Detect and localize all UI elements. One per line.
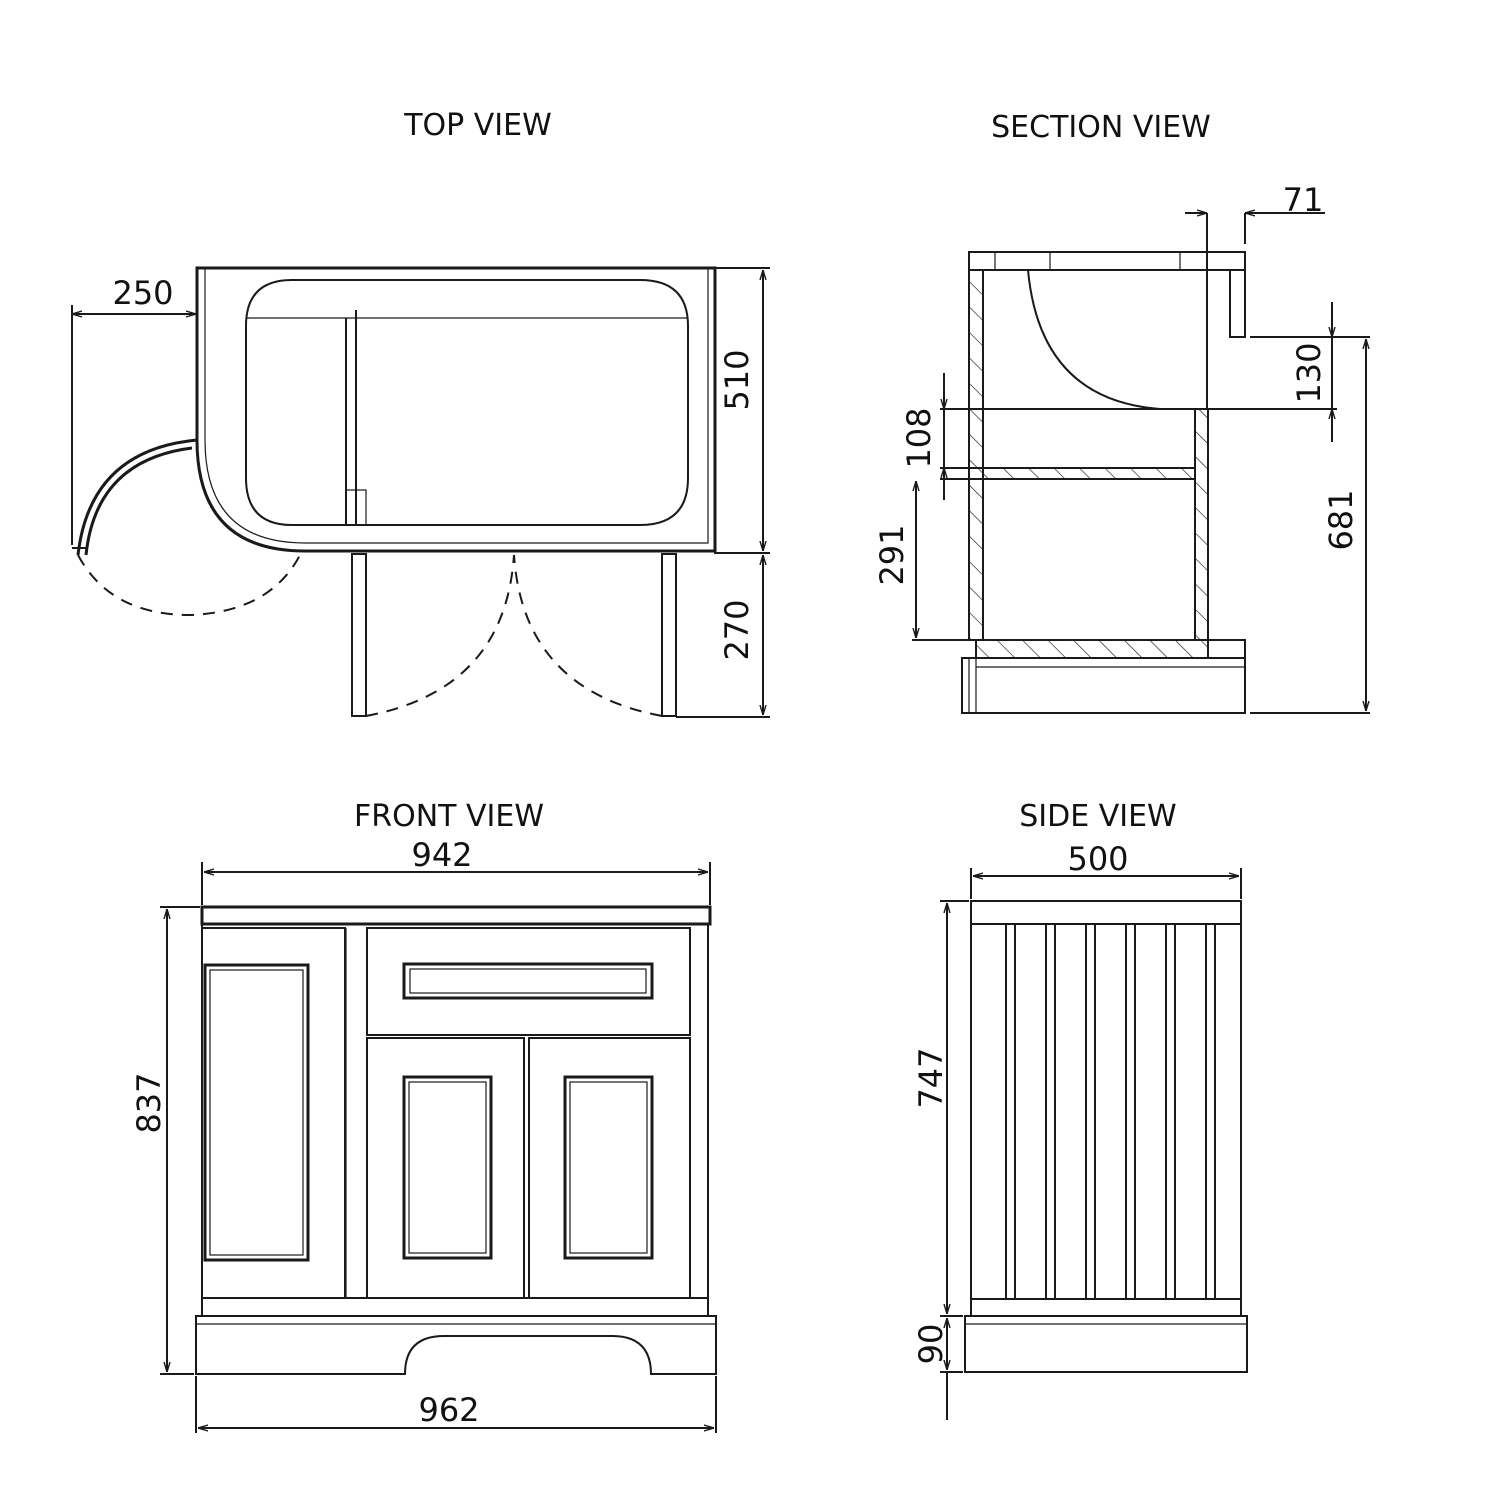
top-view-basin xyxy=(245,279,689,526)
top-view-outline xyxy=(195,266,717,553)
dim-sec-upper-opening: 108 xyxy=(900,407,938,468)
dim-front-height: 837 xyxy=(130,1072,168,1133)
dim-sec-top-offset: 71 xyxy=(1283,181,1324,219)
front-drawer-handle xyxy=(402,962,654,1000)
top-view-left-door xyxy=(351,553,367,717)
side-countertop xyxy=(970,900,1242,925)
dim-sec-basin-depth: 130 xyxy=(1290,342,1328,403)
top-view-side-door xyxy=(76,438,198,556)
top-view-right-door xyxy=(661,553,677,717)
front-left-panel xyxy=(201,927,346,1299)
side-view: 500 747 90 xyxy=(912,840,1248,1420)
dim-top-swing: 250 xyxy=(112,274,173,312)
front-drawer xyxy=(366,927,691,1036)
dim-top-door-clearance: 270 xyxy=(718,599,756,660)
section-bottom xyxy=(975,639,1209,659)
section-left-wall xyxy=(968,269,984,641)
dim-side-body-height: 747 xyxy=(912,1047,950,1108)
top-view-title: TOP VIEW xyxy=(403,108,552,143)
dim-sec-lower-opening: 291 xyxy=(873,524,911,585)
side-plinth xyxy=(964,1315,1248,1373)
front-countertop xyxy=(200,905,712,926)
front-view-title: FRONT VIEW xyxy=(354,799,544,834)
section-view: 71 130 681 108 291 xyxy=(873,181,1370,714)
dim-side-width: 500 xyxy=(1067,840,1128,878)
front-plinth xyxy=(195,1315,717,1375)
dim-top-depth: 510 xyxy=(718,349,756,410)
dim-front-base-width: 962 xyxy=(418,1391,479,1429)
dim-sec-total-height: 681 xyxy=(1322,489,1360,550)
side-view-title: SIDE VIEW xyxy=(1019,799,1176,834)
section-view-title: SECTION VIEW xyxy=(991,110,1211,145)
side-panel-grooves xyxy=(1005,924,1216,1299)
section-right-wall xyxy=(1194,408,1209,641)
front-view: 942 962 837 xyxy=(130,836,717,1433)
section-plinth xyxy=(961,657,1246,714)
section-shelf xyxy=(982,467,1196,480)
top-view: 250 510 270 xyxy=(71,266,770,718)
dim-front-top-width: 942 xyxy=(411,836,472,874)
dim-side-plinth-height: 90 xyxy=(912,1324,950,1365)
